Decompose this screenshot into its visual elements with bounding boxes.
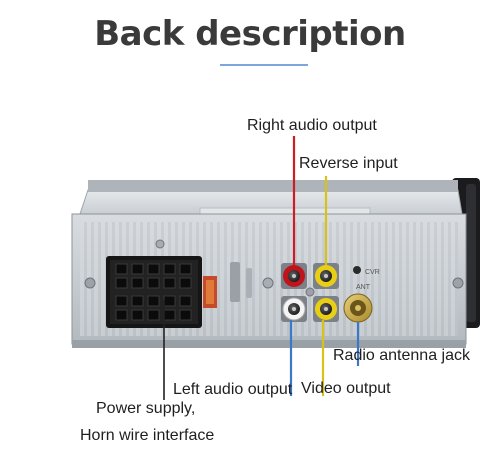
ant-marking: ANT <box>356 284 371 291</box>
connector-pin <box>131 309 144 321</box>
connector-pin <box>179 295 192 307</box>
connector-pin <box>179 309 192 321</box>
connector-pin <box>163 295 176 307</box>
label-radio-antenna-jack: Radio antenna jack <box>333 347 470 364</box>
connector-pin <box>147 295 160 307</box>
label-right-audio-output: Right audio output <box>247 117 377 134</box>
connector-pin <box>131 277 144 289</box>
slot-switch <box>230 262 252 302</box>
rca-right-red <box>281 263 307 289</box>
connector-pin <box>147 263 160 275</box>
antenna-area: CVR ANT <box>343 266 380 323</box>
label-horn-wire-interface: Horn wire interface <box>80 427 215 444</box>
title-underline <box>220 64 308 66</box>
connector-pin <box>115 309 128 321</box>
iso-power-connector <box>106 256 217 328</box>
page-title: Back description <box>94 14 406 54</box>
rca-left-white <box>281 296 307 322</box>
rca-jacks <box>281 263 339 322</box>
connector-pin <box>147 277 160 289</box>
connector-pin <box>115 263 128 275</box>
connector-pin <box>131 295 144 307</box>
rca-reverse-yellow <box>313 263 339 289</box>
connector-pin <box>147 309 160 321</box>
label-left-audio-output: Left audio output <box>173 381 293 398</box>
label-power-supply: Power supply, <box>96 400 196 417</box>
connector-pin <box>131 263 144 275</box>
connector-pin <box>115 295 128 307</box>
mounting-screws <box>84 239 464 289</box>
cvr-marking: CVR <box>365 269 380 276</box>
rca-video-yellow <box>313 296 339 322</box>
label-reverse-input: Reverse input <box>299 155 398 172</box>
connector-pin <box>163 263 176 275</box>
connector-pin <box>115 277 128 289</box>
label-video-output: Video output <box>301 380 391 397</box>
leader-lines <box>163 136 360 400</box>
connector-pin <box>163 277 176 289</box>
connector-pin <box>163 309 176 321</box>
connector-pin <box>179 277 192 289</box>
connector-pin <box>179 263 192 275</box>
